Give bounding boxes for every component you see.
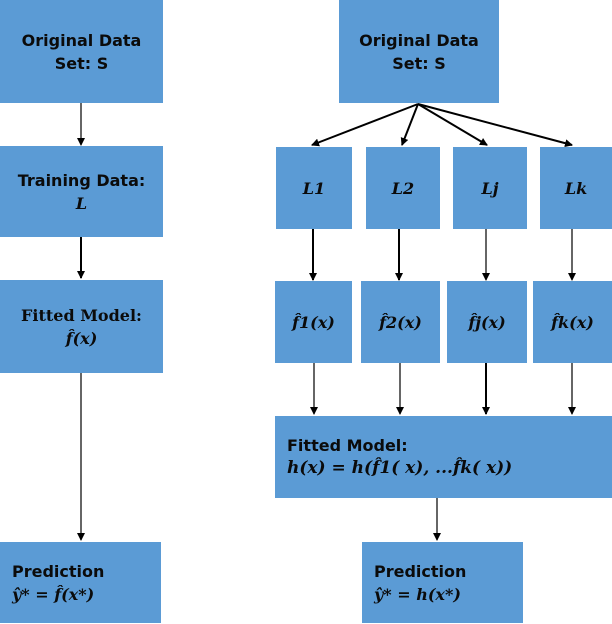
arrow-original-to-Lj	[417, 103, 488, 146]
subset-label-Lj: Lj	[481, 178, 499, 198]
subset-box-L1: L1	[276, 147, 352, 229]
left-prediction-line1: Prediction	[12, 561, 105, 581]
model-label-f1: f̂1(x)	[292, 312, 335, 332]
arrow-original-to-L2	[400, 103, 419, 146]
right-original-data-box: Original Data Set: S	[339, 0, 499, 103]
right-original-line2: Set: S	[392, 53, 446, 73]
model-box-fj: f̂j(x)	[447, 281, 527, 363]
subset-box-L2: L2	[366, 147, 440, 229]
left-training-data-box: Training Data: L	[0, 146, 163, 237]
model-label-fk: f̂k(x)	[551, 312, 594, 332]
right-prediction-line2: ŷ* = h(x*)	[374, 584, 461, 604]
right-fitted-line1: Fitted Model:	[287, 436, 408, 455]
model-box-f1: f̂1(x)	[275, 281, 352, 363]
right-prediction-line1: Prediction	[374, 561, 467, 581]
right-prediction-box: Prediction ŷ* = h(x*)	[362, 542, 523, 623]
left-training-line1: Training Data:	[17, 170, 146, 190]
subset-box-Lk: Lk	[540, 147, 612, 229]
subset-label-L1: L1	[302, 178, 326, 198]
left-original-line1: Original Data	[21, 30, 142, 50]
right-fitted-line2: h(x) = h(f̂1( x), ...f̂k( x))	[287, 458, 513, 478]
left-fitted-line1: Fitted Model:	[21, 305, 142, 325]
left-original-data-box: Original Data Set: S	[0, 0, 163, 103]
subset-label-L2: L2	[391, 178, 415, 198]
arrow-original-to-Lk	[417, 103, 573, 148]
left-original-line2: Set: S	[54, 53, 109, 73]
model-box-f2: f̂2(x)	[361, 281, 440, 363]
model-label-fj: f̂j(x)	[468, 312, 506, 332]
left-prediction-box: Prediction ŷ* = f̂(x*)	[0, 542, 161, 623]
left-training-line2: L	[75, 193, 88, 213]
left-prediction-line2: ŷ* = f̂(x*)	[12, 584, 95, 604]
arrow-original-to-L1	[311, 103, 419, 147]
model-label-f2: f̂2(x)	[379, 312, 422, 332]
right-original-line1: Original Data	[359, 30, 479, 50]
subset-box-Lj: Lj	[453, 147, 527, 229]
subset-label-Lk: Lk	[564, 178, 588, 198]
left-fitted-line2: f̂(x)	[65, 328, 98, 348]
left-fitted-model-box: Fitted Model: f̂(x)	[0, 280, 163, 373]
right-fitted-model-box: Fitted Model: h(x) = h(f̂1( x), ...f̂k( …	[275, 416, 612, 498]
model-box-fk: f̂k(x)	[533, 281, 612, 363]
